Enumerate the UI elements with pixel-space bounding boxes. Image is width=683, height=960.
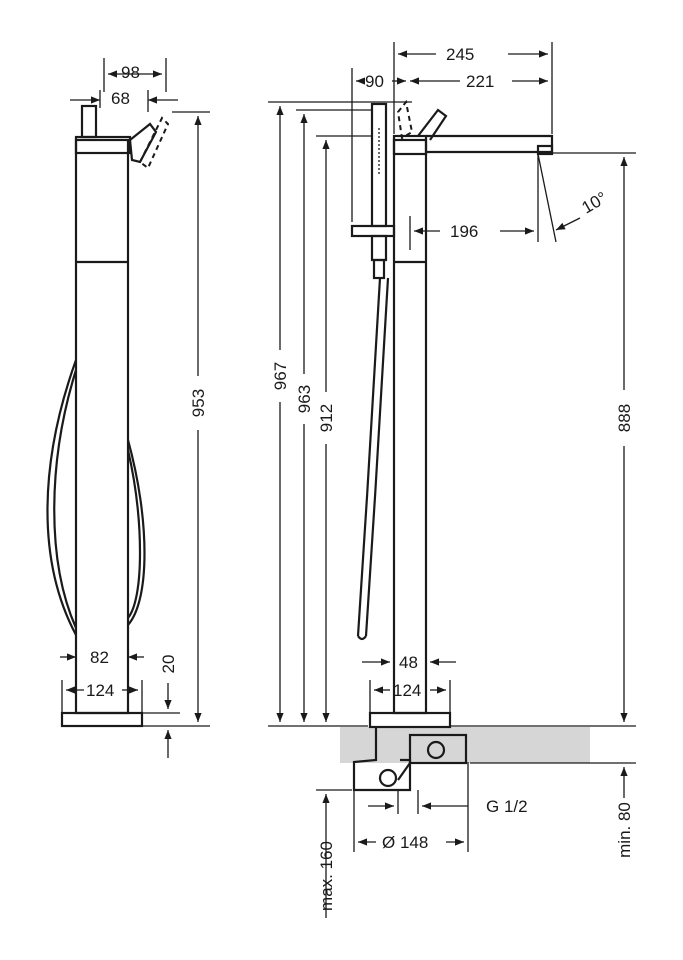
dim-side-82: 82	[90, 648, 109, 667]
dim-front-196: 196	[450, 222, 478, 241]
dim-front-963: 963	[295, 385, 314, 413]
dim-side-98: 98	[121, 63, 140, 82]
dim-connection-thread: G 1/2	[486, 797, 528, 816]
side-knob	[80, 104, 98, 139]
dim-side-68: 68	[111, 89, 130, 108]
dim-front-245: 245	[446, 45, 474, 64]
dim-side-124: 124	[86, 681, 114, 700]
front-spout	[426, 134, 554, 154]
dim-flange-diameter: Ø 148	[382, 833, 428, 852]
dim-max-depth: max. 160	[317, 841, 336, 911]
side-view: 98 68 953 82 124 20	[46, 58, 210, 758]
front-view: 245 90 221 196 10° 967 963	[268, 42, 636, 918]
dim-front-221: 221	[466, 72, 494, 91]
side-base	[60, 711, 144, 728]
side-hose	[46, 359, 78, 636]
dim-front-967: 967	[271, 362, 290, 390]
dim-front-888: 888	[615, 404, 634, 432]
dim-front-90: 90	[365, 72, 384, 91]
dim-side-953: 953	[189, 389, 208, 417]
dim-front-124: 124	[393, 681, 421, 700]
dim-side-20: 20	[159, 655, 178, 674]
dim-front-48: 48	[399, 653, 418, 672]
dim-front-912: 912	[317, 404, 336, 432]
dim-front-angle: 10°	[579, 188, 611, 217]
front-base	[368, 711, 452, 729]
front-hose	[356, 277, 382, 637]
dim-min-depth: min. 80	[615, 802, 634, 858]
side-column	[74, 138, 130, 715]
